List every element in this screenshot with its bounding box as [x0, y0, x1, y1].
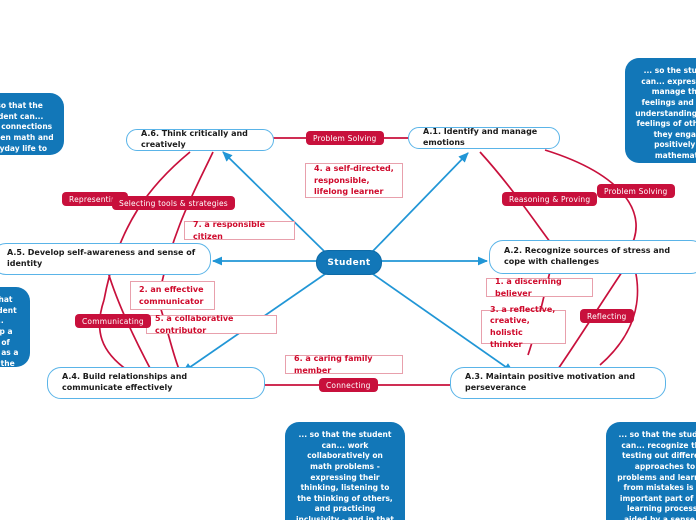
- pill-selecting-tools-label: Selecting tools & strategies: [119, 198, 228, 208]
- callout-bottom-center-label: ... so that the student can... work coll…: [295, 430, 395, 520]
- callout-mid-left-label: ... so that the student can... develop a…: [0, 295, 19, 367]
- callout-bottom-center[interactable]: ... so that the student can... work coll…: [285, 422, 405, 520]
- attribute-box-1-label: 1. a discerning believer: [495, 276, 562, 298]
- pill-reflecting-label: Reflecting: [587, 311, 627, 321]
- callout-top-left-label: ... so that the student can... make conn…: [0, 101, 54, 155]
- pill-problem-solving-left[interactable]: Problem Solving: [306, 131, 384, 145]
- attribute-box-3[interactable]: 3. a reflective, creative, holistic thin…: [481, 305, 566, 349]
- pill-connecting-label: Connecting: [326, 380, 371, 390]
- attribute-box-2[interactable]: 2. an effective communicator: [130, 281, 215, 310]
- pill-connecting[interactable]: Connecting: [319, 378, 378, 392]
- main-node-a2-label: A.2. Recognize sources of stress and cop…: [504, 246, 671, 266]
- attribute-box-5[interactable]: 5. a collaborative contributor: [146, 313, 277, 335]
- attribute-box-1[interactable]: 1. a discerning believer: [486, 276, 593, 298]
- main-node-a5-label: A.5. Develop self-awareness and sense of…: [7, 248, 196, 268]
- callout-top-left[interactable]: ... so that the student can... make conn…: [0, 93, 64, 155]
- center-node-student[interactable]: Student: [316, 250, 382, 275]
- attribute-box-4[interactable]: 4. a self-directed, responsible, lifelon…: [305, 163, 403, 198]
- pill-problem-solving-right-label: Problem Solving: [604, 186, 668, 196]
- attribute-box-7[interactable]: 7. a responsible citizen: [184, 219, 295, 241]
- callout-bottom-right[interactable]: ... so that the student can... recognize…: [606, 422, 696, 520]
- attribute-box-2-label: 2. an effective communicator: [139, 284, 204, 306]
- main-node-a4[interactable]: A.4. Build relationships and communicate…: [47, 367, 265, 399]
- main-node-a3[interactable]: A.3. Maintain positive motivation and pe…: [450, 367, 666, 399]
- main-node-a6-label: A.6. Think critically and creatively: [141, 129, 248, 149]
- main-node-a5[interactable]: A.5. Develop self-awareness and sense of…: [0, 243, 211, 275]
- attribute-box-6[interactable]: 6. a caring family member: [285, 353, 403, 375]
- center-node-label: Student: [327, 257, 371, 268]
- pill-problem-solving-left-label: Problem Solving: [313, 133, 377, 143]
- pill-representing-label: Representing: [69, 194, 121, 204]
- attribute-box-5-label: 5. a collaborative contributor: [155, 313, 234, 335]
- attribute-box-4-label: 4. a self-directed, responsible, lifelon…: [314, 164, 394, 197]
- attribute-box-6-label: 6. a caring family member: [294, 353, 373, 375]
- main-node-a2[interactable]: A.2. Recognize sources of stress and cop…: [489, 240, 696, 274]
- main-node-a1[interactable]: A.1. Identify and manage emotions: [408, 127, 560, 149]
- main-node-a1-label: A.1. Identify and manage emotions: [423, 127, 538, 147]
- main-node-a3-label: A.3. Maintain positive motivation and pe…: [465, 372, 636, 392]
- pill-reasoning-proving-label: Reasoning & Proving: [509, 194, 591, 204]
- callout-top-right-label: ... so the student can... express and ma…: [635, 66, 696, 163]
- callout-mid-left[interactable]: ... so that the student can... develop a…: [0, 287, 30, 367]
- pill-reflecting[interactable]: Reflecting: [580, 309, 634, 323]
- pill-problem-solving-right[interactable]: Problem Solving: [597, 184, 675, 198]
- pill-communicating-label: Communicating: [82, 316, 144, 326]
- attribute-box-7-label: 7. a responsible citizen: [193, 219, 266, 241]
- pill-communicating[interactable]: Communicating: [75, 314, 151, 328]
- pill-reasoning-proving[interactable]: Reasoning & Proving: [502, 192, 598, 206]
- main-node-a6[interactable]: A.6. Think critically and creatively: [126, 129, 274, 151]
- callout-top-right[interactable]: ... so the student can... express and ma…: [625, 58, 696, 163]
- pill-selecting-tools[interactable]: Selecting tools & strategies: [112, 196, 235, 210]
- attribute-box-3-label: 3. a reflective, creative, holistic thin…: [490, 304, 556, 349]
- callout-bottom-right-label: ... so that the student can... recognize…: [617, 430, 696, 520]
- main-node-a4-label: A.4. Build relationships and communicate…: [62, 372, 188, 392]
